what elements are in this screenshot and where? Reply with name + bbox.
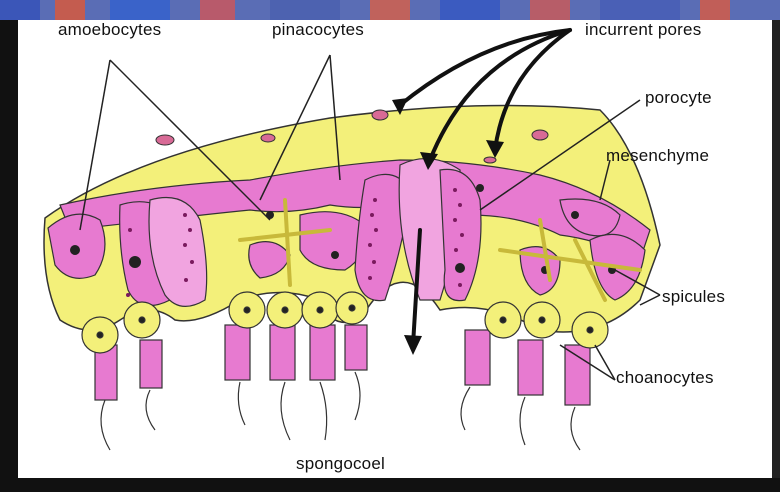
choanocyte <box>461 302 521 430</box>
choanocyte <box>82 317 118 450</box>
choanocyte <box>124 302 162 430</box>
leader-line <box>640 295 660 305</box>
label-porocyte: porocyte <box>645 88 712 108</box>
label-choanocytes: choanocytes <box>616 368 714 388</box>
incurrent-pore <box>484 157 496 163</box>
incurrent-pore <box>261 134 275 142</box>
label-incurrent-pores: incurrent pores <box>585 20 701 40</box>
incurrent-pore <box>372 110 388 120</box>
label-mesenchyme: mesenchyme <box>606 146 709 166</box>
label-spongocoel: spongocoel <box>296 454 385 474</box>
choanocyte <box>267 292 303 440</box>
label-spicules: spicules <box>662 287 725 307</box>
leader-line <box>595 345 615 380</box>
choanocyte-row <box>82 292 608 450</box>
choanocyte <box>302 292 338 440</box>
choanocyte <box>518 302 560 445</box>
incurrent-pore <box>532 130 548 140</box>
choanocyte <box>225 292 265 425</box>
label-pinacocytes: pinacocytes <box>272 20 364 40</box>
incurrent-pore <box>156 135 174 145</box>
choanocyte <box>336 292 368 420</box>
choanocyte <box>565 312 608 450</box>
label-amoebocytes: amoebocytes <box>58 20 161 40</box>
